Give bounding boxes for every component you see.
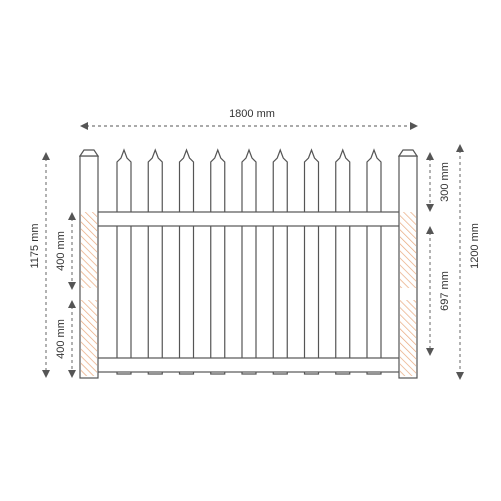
right-top-label: 300 mm (439, 162, 451, 202)
left-post (78, 149, 100, 379)
bottom-rail (95, 357, 401, 373)
top-rail (95, 211, 401, 227)
picket (147, 148, 163, 375)
right-top-dimension: 300 mm (426, 152, 451, 212)
left-total-label: 1175 mm (29, 223, 41, 268)
left-upper-label: 400 mm (55, 231, 67, 271)
left-post-hatch-upper (81, 212, 97, 288)
picket (272, 148, 288, 375)
picket (335, 148, 351, 375)
right-total-label: 1200 mm (469, 223, 481, 269)
left-upper-dimension: 400 mm (55, 212, 76, 290)
picket (366, 148, 382, 375)
width-dimension: 1800 mm (80, 108, 418, 130)
left-lower-label: 400 mm (55, 319, 67, 359)
picket (116, 148, 132, 375)
picket (178, 148, 195, 375)
right-post-hatch-upper (400, 212, 416, 288)
width-label: 1800 mm (229, 108, 275, 120)
pickets-group (116, 148, 382, 375)
right-total-dimension: 1200 mm (456, 144, 481, 380)
left-post-hatch-lower (81, 300, 97, 376)
right-middle-label: 697 mm (439, 271, 451, 311)
left-lower-dimension: 400 mm (55, 300, 76, 378)
left-total-dimension: 1175 mm (29, 152, 50, 378)
right-middle-dimension: 697 mm (426, 226, 451, 356)
picket (303, 148, 320, 375)
right-post (397, 149, 419, 379)
right-post-hatch-lower (400, 300, 416, 376)
picket (210, 148, 226, 375)
picket (241, 148, 257, 375)
